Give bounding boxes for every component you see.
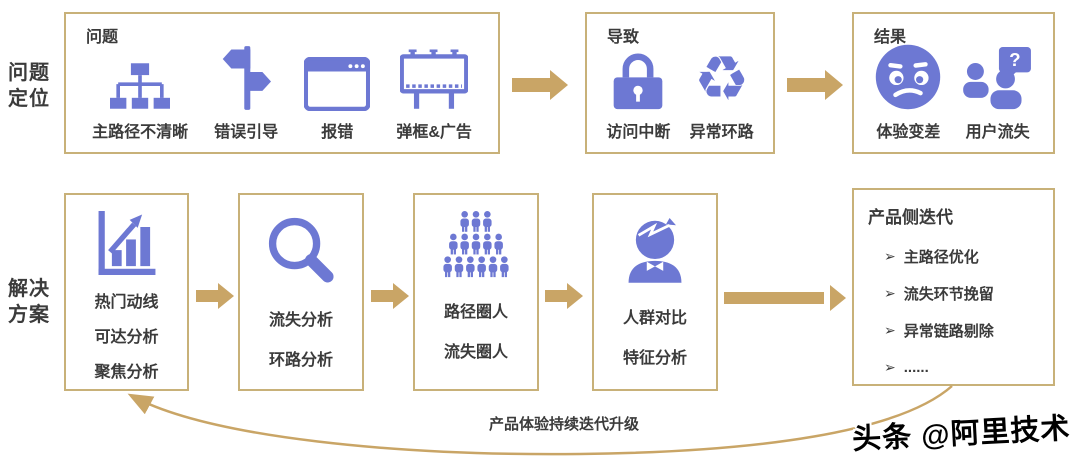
bullet-marker: ➢: [884, 322, 896, 338]
item-label: 报错: [321, 124, 354, 141]
solution-step-box-1: 热门动线 可达分析 聚焦分析: [64, 193, 189, 391]
step-line: 热门动线: [94, 294, 159, 311]
sad-face-icon: [874, 43, 942, 111]
lock-icon: [611, 53, 665, 111]
icon-row: 体验变差 ? 用户流失: [854, 43, 1053, 142]
icon-item: 错误引导: [214, 45, 278, 142]
solution-step-box-3: 路径圈人 流失圈人: [413, 193, 539, 391]
solution-step-box-2: 流失分析 环路分析: [238, 193, 364, 391]
loop-label: 产品体验持续迭代升级: [482, 412, 647, 435]
row-label-problem-locating: 问题 定位: [8, 60, 50, 112]
step-lines: 热门动线 可达分析 聚焦分析: [94, 285, 158, 390]
item-label: 用户流失: [965, 124, 1030, 141]
step-line: 聚焦分析: [94, 364, 159, 381]
icon-item: 报错: [304, 57, 371, 142]
step-lines: 路径圈人 流失圈人: [444, 293, 508, 373]
billboard-icon: [400, 49, 469, 111]
sitemap-icon: [110, 61, 171, 111]
icon-item: 体验变差: [874, 43, 942, 142]
solution-step-box-4: 人群对比 特征分析: [592, 193, 718, 391]
bullet-marker: ➢: [884, 359, 896, 375]
icon-row: 访问中断 ♻ 异常环路: [587, 47, 773, 142]
item-label: 错误引导: [214, 124, 279, 141]
recycle-icon: ♻: [693, 42, 750, 115]
bullet-item: ➢ 流失环节挽留: [884, 275, 994, 312]
signpost-icon: [221, 45, 272, 111]
row-label-line: 定位: [8, 88, 50, 110]
crowd-icon: [436, 211, 516, 279]
step-lines: 人群对比 特征分析: [623, 299, 687, 379]
icon-item: 弹框&广告: [396, 49, 472, 142]
item-label: 访问中断: [606, 124, 671, 141]
bullet-text: ......: [903, 359, 929, 376]
bullet-marker: ➢: [884, 285, 896, 301]
flow-arrow: [545, 283, 583, 309]
row-label-line: 问题: [8, 62, 50, 84]
step-line: 流失圈人: [443, 344, 508, 361]
item-label: 弹框&广告: [396, 124, 472, 141]
iteration-box: 产品侧迭代 ➢ 主路径优化 ➢ 流失环节挽留 ➢ 异常链路剔除 ➢ ......: [852, 188, 1055, 386]
bullet-item: ➢ ......: [884, 349, 994, 386]
person-icon: [624, 215, 686, 283]
icon-row: 主路径不清晰 错误引导: [66, 45, 498, 142]
bullet-text: 流失环节挽留: [903, 286, 994, 303]
bullet-marker: ➢: [884, 248, 896, 264]
bar-chart-icon: [98, 211, 156, 275]
step-line: 流失分析: [268, 312, 333, 329]
users-question-icon: ?: [962, 47, 1033, 111]
step-line: 路径圈人: [443, 304, 508, 321]
flow-arrow: [371, 283, 409, 309]
browser-window-icon: [304, 57, 371, 111]
icon-item: 访问中断: [606, 53, 670, 142]
box-title: 问题: [86, 29, 119, 46]
step-line: 人群对比: [622, 310, 687, 327]
flow-arrow: [196, 283, 234, 309]
icon-item: ♻ 异常环路: [690, 47, 754, 142]
item-label: 主路径不清晰: [92, 124, 189, 141]
icon-item: ? 用户流失: [962, 47, 1033, 142]
icon-item: 主路径不清晰: [92, 61, 188, 142]
step-line: 可达分析: [94, 329, 159, 346]
svg-text:?: ?: [1009, 49, 1021, 70]
row-label-line: 解决: [8, 278, 50, 300]
box-title: 结果: [874, 29, 907, 46]
magnifier-icon: [268, 217, 334, 283]
box-title: 导致: [607, 29, 640, 46]
loop-arrow: [127, 385, 953, 456]
step-lines: 流失分析 环路分析: [269, 301, 333, 381]
cause-box: 导致 访问中断 ♻ 异常环路: [585, 12, 775, 154]
problem-box: 问题 主路径不清晰: [64, 12, 500, 154]
bullet-text: 主路径优化: [903, 249, 979, 266]
bullet-list: ➢ 主路径优化 ➢ 流失环节挽留 ➢ 异常链路剔除 ➢ ......: [884, 238, 994, 386]
flow-arrow: [787, 70, 843, 100]
box-title: 产品侧迭代: [868, 208, 953, 227]
bullet-item: ➢ 异常链路剔除: [884, 312, 994, 349]
item-label: 异常环路: [689, 124, 754, 141]
row-label-solution: 解决 方案: [8, 276, 50, 328]
step-line: 环路分析: [268, 352, 333, 369]
bullet-item: ➢ 主路径优化: [884, 238, 994, 275]
row-label-line: 方案: [8, 304, 50, 326]
result-box: 结果 体验变差: [852, 12, 1055, 154]
step-line: 特征分析: [622, 350, 687, 367]
bullet-text: 异常链路剔除: [903, 323, 994, 340]
flow-arrow: [724, 285, 846, 311]
flow-arrow: [512, 70, 568, 100]
item-label: 体验变差: [876, 124, 941, 141]
